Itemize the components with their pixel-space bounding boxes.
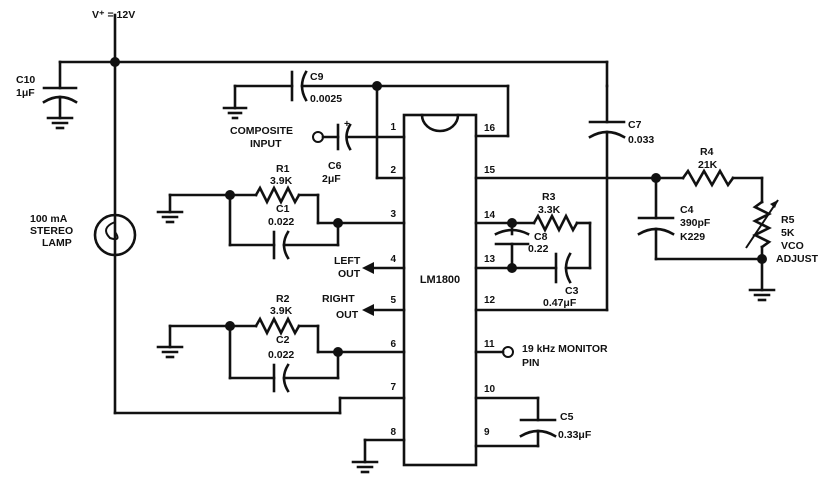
r3-value: 3.3K	[538, 204, 561, 216]
r5-value: 5K	[781, 227, 795, 239]
ic-label: LM1800	[420, 274, 460, 286]
lamp-line3: LAMP	[42, 237, 72, 249]
left-out-arrow-icon	[362, 262, 374, 274]
monitor-pin: 19 kHz MONITOR PIN	[474, 343, 608, 369]
right-out-arrow-icon	[362, 304, 374, 316]
r4-ref: R4	[700, 146, 714, 158]
pin-8-label: 8	[390, 427, 396, 438]
ground-symbol	[46, 116, 74, 130]
output-arrows: LEFT OUT RIGHT OUT	[322, 255, 406, 321]
pin-6-label: 6	[390, 339, 396, 350]
ic-body	[402, 113, 478, 467]
left-out-line2: OUT	[338, 268, 361, 280]
supply-rail: V⁺ = 12V	[58, 9, 609, 415]
input-terminal-icon	[312, 131, 324, 143]
monitor-terminal-icon	[502, 346, 514, 358]
resistor-r3	[532, 213, 579, 233]
r1-c1-network: R1 3.9K C1 0.022	[156, 163, 406, 260]
pin-13-label: 13	[484, 254, 496, 265]
r2-ref: R2	[276, 293, 290, 305]
r5-line4: ADJUST	[776, 253, 819, 265]
ground-symbol	[351, 460, 379, 474]
pin-16-label: 16	[484, 123, 496, 134]
c6-polarity: +	[344, 119, 350, 130]
composite-line2: INPUT	[250, 138, 282, 150]
ic-notch	[420, 113, 460, 133]
c8-ref: C8	[534, 231, 548, 243]
ic-lm1800: LM1800	[402, 113, 478, 467]
c5-value: 0.33μF	[558, 429, 592, 441]
c10-value: 1μF	[16, 87, 35, 99]
composite-line1: COMPOSITE	[230, 125, 293, 137]
r2-value: 3.9K	[270, 305, 293, 317]
ground-symbol	[748, 288, 776, 302]
c9-ref: C9	[310, 71, 324, 83]
supply-label: V⁺ = 12V	[92, 9, 135, 21]
r2-c2-network: R2 3.9K C2 0.022	[156, 293, 406, 393]
c2-ref: C2	[276, 334, 290, 346]
c3-ref: C3	[565, 285, 579, 297]
ground-symbol	[222, 106, 248, 120]
right-out-line1: RIGHT	[322, 293, 355, 305]
lamp-line2: STEREO	[30, 225, 73, 237]
r1-ref: R1	[276, 163, 290, 175]
resistor-r2	[254, 316, 301, 336]
c4-value: 390pF	[680, 217, 711, 229]
left-out-line1: LEFT	[334, 255, 361, 267]
junction-dot	[507, 263, 517, 273]
c1-ref: C1	[276, 203, 290, 215]
pin-15-label: 15	[484, 165, 496, 176]
c5-ref: C5	[560, 411, 574, 423]
right-out-line2: OUT	[336, 309, 359, 321]
r5-ref: R5	[781, 214, 795, 226]
c1-value: 0.022	[268, 216, 294, 228]
c8-value: 0.22	[528, 243, 549, 255]
ground-symbol	[156, 210, 184, 224]
pin-11-label: 11	[484, 339, 495, 350]
capacitor-c7: C7 0.033	[474, 60, 654, 312]
pin-4-label: 4	[390, 254, 396, 265]
r3-ref: R3	[542, 191, 556, 203]
ground-symbol	[156, 345, 184, 359]
c6-ref: C6	[328, 160, 342, 172]
c4-ref: C4	[680, 204, 694, 216]
pin-14-label: 14	[484, 210, 496, 221]
pin8-ground	[351, 438, 406, 474]
resistor-r4	[681, 168, 735, 188]
monitor-line1: 19 kHz MONITOR	[522, 343, 608, 355]
pin-2-label: 2	[390, 165, 396, 176]
pin-12-label: 12	[484, 295, 496, 306]
capacitor-c5: C5 0.33μF	[474, 396, 592, 448]
lamp-line1: 100 mA	[30, 213, 68, 225]
c7-value: 0.033	[628, 134, 654, 146]
r3-c8-c3-network: R3 3.3K C8 0.22 C3 0.47μF	[474, 191, 592, 309]
ic-pin-numbers: 1 2 3 4 5 6 7 8 9 10 11 12 13 14 15 16	[390, 122, 495, 438]
c10-ref: C10	[16, 74, 35, 86]
r1-value: 3.9K	[270, 175, 293, 187]
c7-ref: C7	[628, 119, 642, 131]
capacitor-c8	[494, 228, 530, 236]
monitor-line2: PIN	[522, 357, 540, 369]
pin-7-label: 7	[390, 382, 396, 393]
composite-input: + COMPOSITE INPUT C6 2μF	[230, 119, 406, 185]
pin-3-label: 3	[390, 209, 396, 220]
c2-value: 0.022	[268, 349, 294, 361]
capacitor-c10: C10 1μF	[16, 60, 78, 130]
r4-value: 21K	[698, 159, 718, 171]
capacitor-c9: C9 0.0025	[222, 70, 510, 180]
c4-note: K229	[680, 231, 705, 243]
resistor-r1	[254, 185, 301, 205]
c9-value: 0.0025	[310, 93, 342, 105]
stereo-lamp: 100 mA STEREO LAMP	[30, 213, 137, 257]
pin-10-label: 10	[484, 384, 496, 395]
vco-network: R4 21K C4 390pF K229 R5 5K VCO ADJUST	[474, 146, 819, 302]
r5-line3: VCO	[781, 240, 804, 252]
c6-value: 2μF	[322, 173, 341, 185]
pin-1-label: 1	[390, 122, 396, 133]
pin-5-label: 5	[390, 295, 396, 306]
pin-9-label: 9	[484, 427, 490, 438]
c3-value: 0.47μF	[543, 297, 577, 309]
